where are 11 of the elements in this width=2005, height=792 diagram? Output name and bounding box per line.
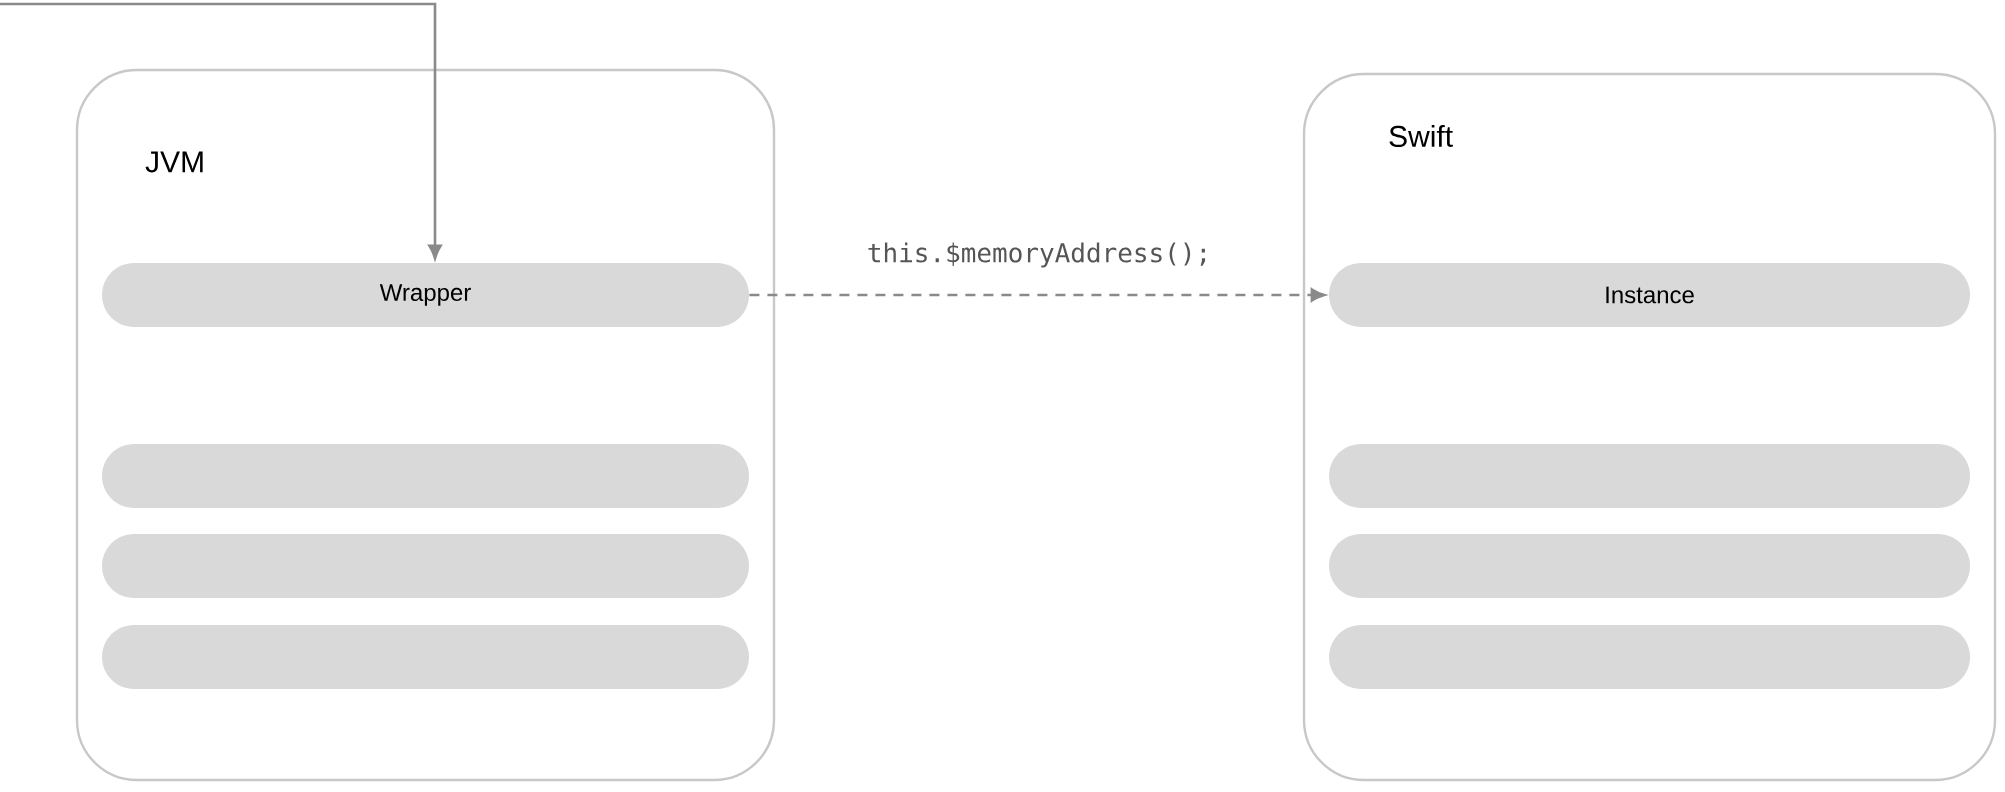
row-bar	[102, 625, 749, 689]
arrow	[749, 288, 1326, 302]
arrow	[0, 2, 442, 260]
row-bar: Wrapper	[102, 263, 749, 327]
row-bar	[1329, 444, 1971, 508]
row-bar: Instance	[1329, 263, 1971, 327]
row-bar	[102, 534, 749, 598]
row-bar	[102, 444, 749, 508]
row-bar	[1329, 534, 1971, 598]
edge-label: this.$memoryAddress();	[868, 242, 1206, 268]
row-bar	[1329, 625, 1971, 689]
